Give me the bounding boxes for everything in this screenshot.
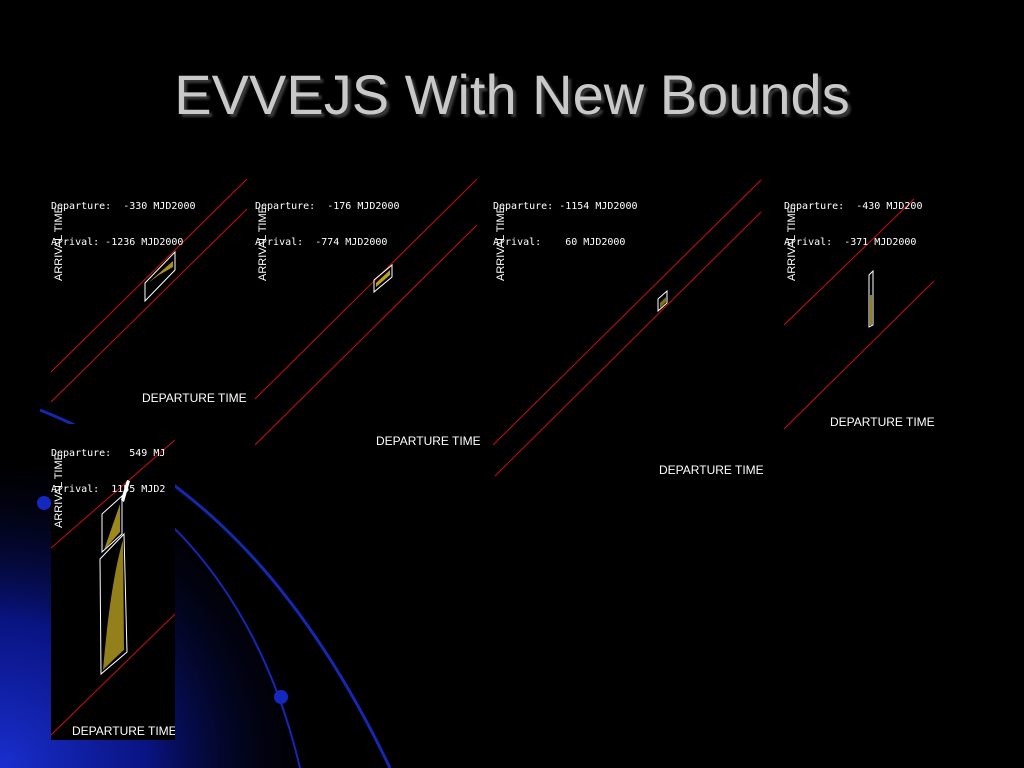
panel-5-info: Departure: 549 MJ Arrival: 1155 MJD2 xyxy=(51,424,165,520)
y-axis-label: ARRIVAL TIME xyxy=(495,206,507,281)
arrival-value: Arrival: 60 MJD2000 xyxy=(493,237,626,248)
panel-3-info: Departure: -1154 MJD2000 Arrival: 60 MJD… xyxy=(493,177,638,273)
departure-value: Departure: 549 MJ xyxy=(51,448,166,459)
feasible-region-fill xyxy=(870,295,872,325)
plot-panel-2-graphic xyxy=(255,178,478,446)
panel-4-info: Departure: -430 MJD200 Arrival: -371 MJD… xyxy=(784,177,922,273)
plot-panel-1-graphic xyxy=(51,178,247,403)
lower-bound-line xyxy=(784,280,935,430)
x-axis-label: DEPARTURE TIME xyxy=(72,724,175,738)
feasible-region xyxy=(657,289,668,313)
plot-panel-5-graphic xyxy=(51,439,175,736)
departure-value: Departure: -176 MJD2000 xyxy=(255,201,400,212)
feasible-region-fill xyxy=(660,297,666,308)
slide-title: EVVEJS With New Bounds xyxy=(174,63,850,126)
trajectory-spike xyxy=(121,480,130,502)
panel-1-info: Departure: -330 MJD2000 Arrival: -1236 M… xyxy=(51,177,196,273)
upper-feasible-region-fill xyxy=(104,504,120,550)
plot-panel-5: Departure: 549 MJ Arrival: 1155 MJD2 ARR… xyxy=(51,424,175,740)
x-axis-label: DEPARTURE TIME xyxy=(830,415,935,429)
arrival-value: Arrival: -371 MJD2000 xyxy=(784,237,917,248)
lower-bound-line xyxy=(51,208,247,403)
y-axis-label: ARRIVAL TIME xyxy=(53,206,65,281)
background-dot-left xyxy=(37,496,51,510)
panel-2-info: Departure: -176 MJD2000 Arrival: -774 MJ… xyxy=(255,177,400,273)
feasible-region xyxy=(144,250,176,303)
arrival-value: Arrival: -1236 MJD2000 xyxy=(51,237,184,248)
arrival-value: Arrival: -774 MJD2000 xyxy=(255,237,388,248)
upper-bound-line xyxy=(51,439,175,549)
lower-feasible-region xyxy=(99,532,128,676)
departure-value: Departure: -330 MJD2000 xyxy=(51,201,196,212)
departure-value: Departure: -430 MJD200 xyxy=(784,201,923,212)
lower-bound-line xyxy=(494,211,762,477)
x-axis-label: DEPARTURE TIME xyxy=(142,391,247,405)
y-axis-label: ARRIVAL TIME xyxy=(257,206,269,281)
upper-feasible-region xyxy=(101,494,123,554)
background-dot-right xyxy=(274,690,288,704)
upper-bound-line xyxy=(493,179,762,446)
upper-bound-line xyxy=(784,198,915,326)
plot-panel-3-graphic xyxy=(493,179,762,477)
y-axis-label: ARRIVAL TIME xyxy=(53,453,65,528)
arrival-value: Arrival: 1155 MJD2 xyxy=(51,484,166,495)
feasible-region xyxy=(373,263,393,294)
x-axis-label: DEPARTURE TIME xyxy=(659,463,763,477)
feasible-region-fill xyxy=(376,270,390,287)
plot-panel-2: Departure: -176 MJD2000 Arrival: -774 MJ… xyxy=(255,177,480,449)
plot-panel-3: Departure: -1154 MJD2000 Arrival: 60 MJD… xyxy=(493,177,763,480)
upper-bound-line xyxy=(51,178,247,373)
plot-panel-1: Departure: -330 MJD2000 Arrival: -1236 M… xyxy=(51,177,247,407)
lower-bound-line xyxy=(51,613,175,736)
plot-panel-4: Departure: -430 MJD200 Arrival: -371 MJD… xyxy=(784,177,936,433)
y-axis-label: ARRIVAL TIME xyxy=(786,206,798,281)
upper-bound-line xyxy=(255,178,478,400)
feasible-region-fill xyxy=(148,261,173,283)
lower-bound-line xyxy=(255,224,478,446)
x-axis-label: DEPARTURE TIME xyxy=(376,434,480,448)
lower-feasible-region-fill xyxy=(103,540,124,670)
departure-value: Departure: -1154 MJD2000 xyxy=(493,201,638,212)
feasible-region xyxy=(868,269,874,328)
plot-panel-4-graphic xyxy=(784,198,935,430)
